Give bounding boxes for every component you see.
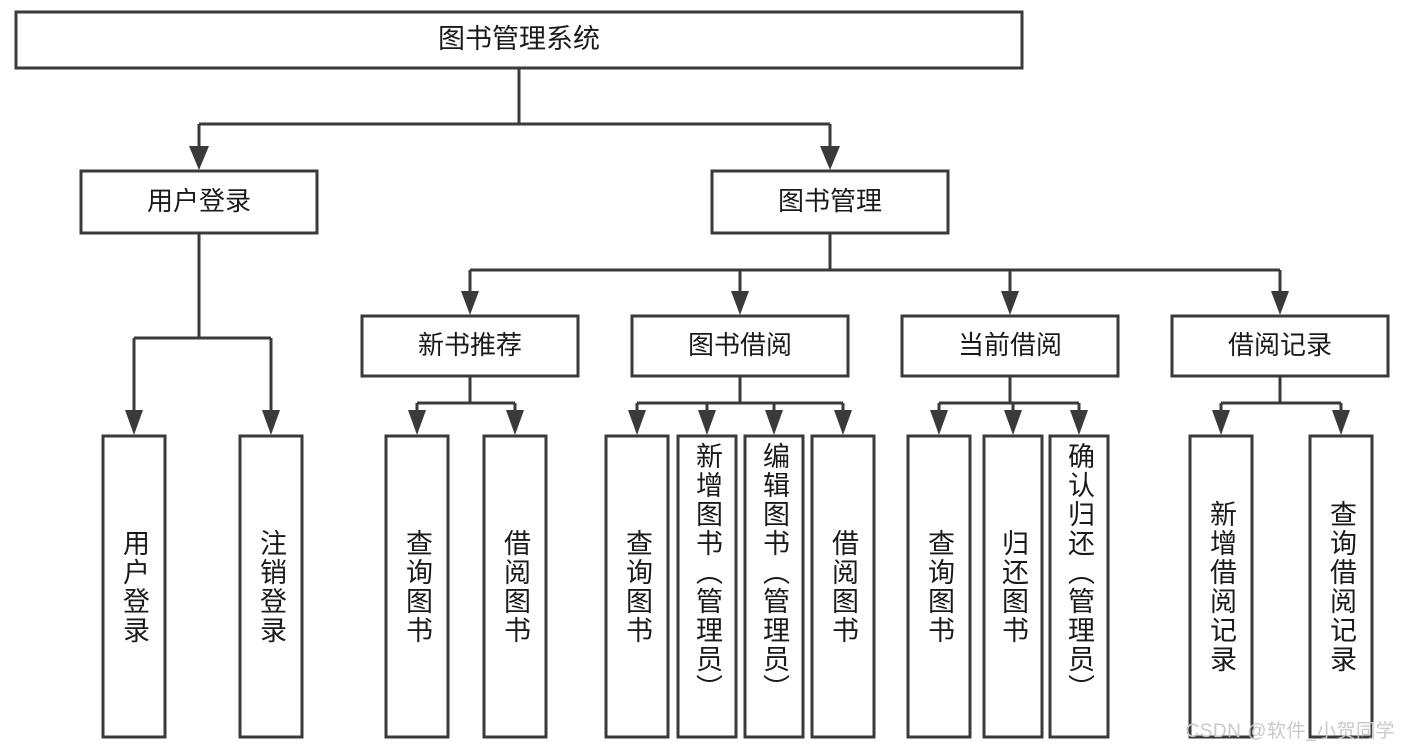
connectors-current-borrow-to-leaves: [930, 376, 1088, 435]
node-leaf-query-book-3-box[interactable]: [906, 434, 972, 739]
arrowhead-leaf-query-book-3: [930, 410, 948, 435]
node-book-borrow-label: 图书借阅: [688, 330, 792, 360]
arrowhead-book-borrow: [731, 291, 749, 315]
node-leaf-query-record-box[interactable]: [1308, 434, 1374, 739]
node-leaf-return-book-box[interactable]: [982, 434, 1044, 739]
arrowhead-leaf-return-book: [1004, 410, 1022, 435]
node-current-borrow-box[interactable]: [900, 314, 1120, 378]
node-leaf-borrow-book-2-box[interactable]: [810, 434, 876, 739]
arrowhead-leaf-logout: [262, 410, 280, 435]
arrowhead-leaf-query-book-2: [628, 410, 646, 435]
arrowhead-user-login: [189, 146, 209, 170]
arrowhead-leaf-add-book: [698, 410, 716, 435]
node-leaf-query-book-1-box[interactable]: [384, 434, 450, 739]
arrowhead-borrow-record: [1271, 291, 1289, 315]
connectors-book-manage-to-level3: [461, 233, 1289, 315]
node-current-borrow-label: 当前借阅: [958, 330, 1062, 360]
node-leaf-edit-book-box[interactable]: [743, 434, 805, 739]
csdn-watermark: CSDN @软件_小贺同学: [1185, 721, 1395, 742]
node-book-borrow-box[interactable]: [630, 314, 850, 378]
arrowhead-leaf-borrow-book-2: [834, 410, 852, 435]
arrowhead-leaf-user-login: [125, 410, 143, 435]
node-borrow-record-label: 借阅记录: [1228, 330, 1332, 360]
node-root-label: 图书管理系统: [438, 24, 600, 54]
node-book-borrow[interactable]: 图书借阅: [630, 314, 850, 378]
connectors-new-book-rec-to-leaves: [408, 376, 524, 435]
connectors-root-to-level2: [189, 68, 840, 170]
node-leaf-query-book-2-box[interactable]: [604, 434, 670, 739]
node-book-manage-box[interactable]: [710, 169, 950, 235]
node-new-book-rec-box[interactable]: [360, 314, 580, 378]
arrowhead-leaf-confirm-return: [1070, 410, 1088, 435]
node-leaf-borrow-book-1-box[interactable]: [482, 434, 548, 739]
node-user-login[interactable]: 用户登录: [79, 169, 319, 235]
arrowhead-current-borrow: [1001, 291, 1019, 315]
node-leaf-user-login-box[interactable]: [101, 434, 167, 739]
arrowhead-leaf-query-book-1: [408, 410, 426, 435]
arrowhead-new-book-rec: [461, 291, 479, 315]
node-root[interactable]: 图书管理系统: [14, 10, 1024, 70]
node-leaf-add-record-box[interactable]: [1188, 434, 1254, 739]
arrowhead-leaf-edit-book: [765, 410, 783, 435]
node-leaf-logout-box[interactable]: [238, 434, 304, 739]
node-user-login-label: 用户登录: [147, 186, 251, 216]
arrowhead-book-manage: [820, 146, 840, 170]
node-book-manage-label: 图书管理: [778, 186, 882, 216]
arrowhead-leaf-query-record: [1332, 410, 1350, 435]
connectors-user-login-to-leaves: [125, 233, 280, 435]
arrowhead-leaf-borrow-book-1: [506, 410, 524, 435]
connectors-book-borrow-to-leaves: [628, 376, 852, 435]
node-user-login-box[interactable]: [79, 169, 319, 235]
node-new-book-rec[interactable]: 新书推荐: [360, 314, 580, 378]
arrowhead-leaf-add-record: [1212, 410, 1230, 435]
node-book-manage[interactable]: 图书管理: [710, 169, 950, 235]
node-current-borrow[interactable]: 当前借阅: [900, 314, 1120, 378]
node-root-box[interactable]: [14, 10, 1024, 70]
node-leaf-confirm-return-box[interactable]: [1048, 434, 1110, 739]
node-leaf-add-book-box[interactable]: [676, 434, 738, 739]
leaf-boxes: [101, 434, 1374, 739]
node-borrow-record-box[interactable]: [1170, 314, 1390, 378]
node-borrow-record[interactable]: 借阅记录: [1170, 314, 1390, 378]
node-new-book-rec-label: 新书推荐: [418, 330, 522, 360]
connectors-borrow-record-to-leaves: [1212, 376, 1350, 435]
